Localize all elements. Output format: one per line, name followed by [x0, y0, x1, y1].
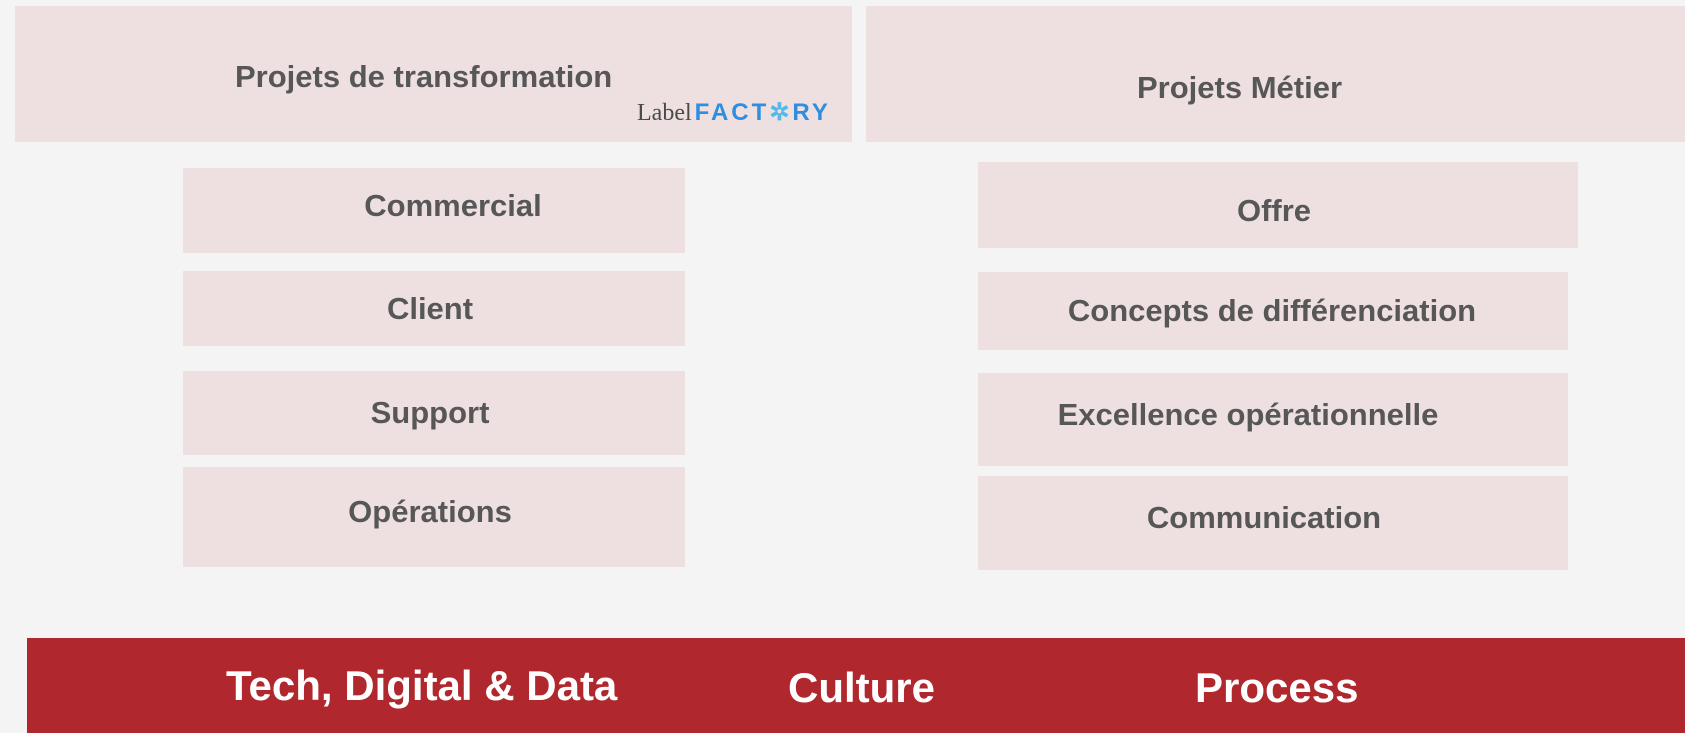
right-item-offre: Offre	[978, 162, 1578, 248]
left-header-box: Projets de transformation Label FACT✲RY	[15, 6, 852, 142]
foundation-process: Process	[1195, 664, 1359, 711]
foundation-culture: Culture	[788, 664, 935, 711]
left-item-support: Support	[183, 371, 685, 455]
label-factory-logo: Label FACT✲RY	[637, 99, 831, 126]
right-header-box: Projets Métier	[866, 6, 1685, 142]
left-item-operations: Opérations	[183, 467, 685, 567]
right-item-communication: Communication	[978, 476, 1568, 570]
foundation-band: Tech, Digital & Data Culture Process	[27, 638, 1685, 733]
foundation-tech: Tech, Digital & Data	[226, 662, 618, 709]
left-header-title: Projets de transformation	[235, 59, 613, 94]
right-header-title: Projets Métier	[1137, 70, 1343, 105]
left-item-client: Client	[183, 271, 685, 346]
right-item-excellence: Excellence opérationnelle	[978, 373, 1568, 466]
left-item-commercial: Commercial	[183, 168, 685, 253]
right-item-concepts: Concepts de différenciation	[978, 272, 1568, 350]
